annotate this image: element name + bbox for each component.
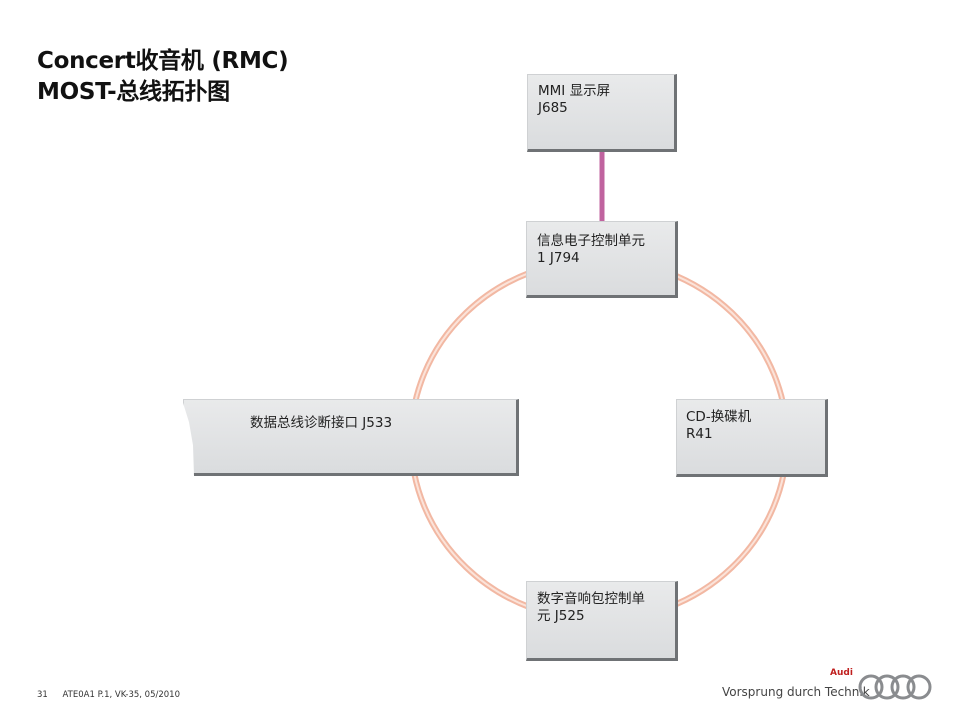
page-number: 31	[37, 690, 48, 700]
footer-reference: 31 ATE0A1 P.1, VK-35, 05/2010	[37, 690, 180, 700]
page-title: Concert收音机 (RMC) MOST-总线拓扑图	[37, 46, 289, 108]
node-info-control-unit: 信息电子控制单元 1 J794	[526, 221, 678, 298]
brand-name: Audi	[830, 668, 853, 678]
node-diagnostic-interface: 数据总线诊断接口 J533	[183, 399, 519, 476]
title-line-2: MOST-总线拓扑图	[37, 79, 230, 105]
node-mmi-label: MMI 显示屏	[538, 83, 611, 99]
node-j794-code: 1 J794	[537, 250, 580, 266]
node-j525-label: 数字音响包控制单	[537, 591, 645, 607]
node-j794-label: 信息电子控制单元	[537, 233, 645, 249]
title-line-1: Concert收音机 (RMC)	[37, 48, 289, 74]
node-cd-label: CD-换碟机	[686, 409, 752, 425]
audi-rings-logo	[858, 674, 932, 700]
node-mmi-code: J685	[538, 100, 568, 116]
node-cd-changer: CD-换碟机 R41	[676, 399, 828, 477]
node-j525-code: 元 J525	[537, 608, 585, 624]
node-digital-audio-control-unit: 数字音响包控制单 元 J525	[526, 581, 678, 661]
node-j533-label: 数据总线诊断接口 J533	[250, 415, 393, 431]
brand-slogan: Vorsprung durch Technik	[722, 685, 870, 699]
node-cd-code: R41	[686, 426, 713, 442]
document-reference: ATE0A1 P.1, VK-35, 05/2010	[62, 690, 180, 700]
node-mmi-display: MMI 显示屏 J685	[527, 74, 677, 152]
